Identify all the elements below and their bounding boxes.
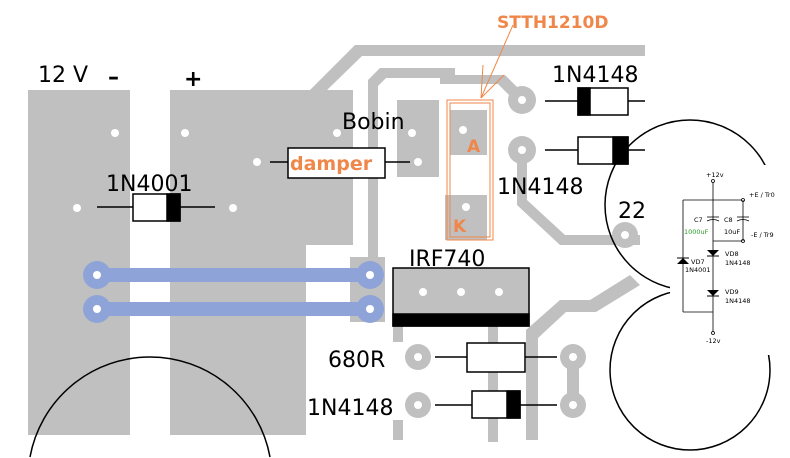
schematic-vminus: -12v bbox=[706, 337, 721, 345]
diode-left-label: 1N4001 bbox=[106, 172, 192, 197]
schematic-vplus: +12v bbox=[706, 171, 724, 179]
plus-label: + bbox=[184, 67, 202, 92]
diode-bottom-label: 1N4148 bbox=[307, 396, 393, 421]
cathode-pad bbox=[445, 195, 487, 240]
diode-mid-label: 1N4148 bbox=[497, 175, 583, 200]
minus-label: – bbox=[108, 65, 119, 90]
schematic-out-plus: +E / Tr0 bbox=[749, 191, 775, 199]
schematic-vd7: VD7 bbox=[691, 258, 705, 266]
trace-d bbox=[393, 420, 403, 440]
schematic-vd8: VD8 bbox=[725, 250, 739, 258]
trace-e bbox=[488, 322, 498, 442]
schematic-c7: C7 bbox=[694, 216, 703, 224]
resistor-label: 680R bbox=[328, 348, 385, 373]
top-trace bbox=[310, 45, 645, 92]
capacitor-value: 22 bbox=[618, 199, 646, 224]
trace-b bbox=[517, 150, 640, 245]
resistor-680r bbox=[466, 342, 526, 373]
schematic-vd8-part: 1N4148 bbox=[725, 259, 751, 267]
damper-label: damper bbox=[290, 153, 373, 175]
stth1210d-outline bbox=[446, 24, 514, 241]
jumper-1 bbox=[97, 268, 370, 282]
schematic-vd9-part: 1N4148 bbox=[725, 297, 751, 305]
capacitor-outline bbox=[29, 356, 271, 458]
diode-top-label: 1N4148 bbox=[552, 63, 638, 88]
mosfet-label: IRF740 bbox=[409, 247, 485, 272]
trace-a bbox=[440, 75, 525, 104]
schematic-vd7-part: 1N4001 bbox=[685, 266, 711, 274]
inner-trace bbox=[368, 68, 455, 270]
schematic-vd9: VD9 bbox=[725, 288, 739, 296]
trace-c bbox=[393, 322, 403, 342]
schematic-out-minus: -E / Tr9 bbox=[751, 231, 774, 239]
copper-layer bbox=[28, 45, 645, 442]
silkscreen bbox=[29, 87, 776, 458]
part-callout-label: STTH1210D bbox=[497, 13, 608, 33]
trace-g bbox=[567, 360, 579, 400]
schematic-c8: C8 bbox=[724, 216, 733, 224]
ground-pad bbox=[28, 90, 130, 435]
bobin-label: Bobin bbox=[342, 110, 405, 135]
cathode-label: K bbox=[453, 217, 467, 237]
anode-label: A bbox=[467, 137, 481, 157]
anode-pad bbox=[450, 110, 487, 155]
schematic: +12v -12v +E / Tr0 -E / Tr9 C7 1000uF C8… bbox=[670, 165, 790, 355]
schematic-c7-value: 1000uF bbox=[684, 228, 709, 236]
damper-resistor bbox=[287, 147, 386, 179]
jumper-2 bbox=[97, 302, 370, 316]
trace-f bbox=[526, 275, 640, 440]
schematic-c8-value: 10uF bbox=[724, 228, 740, 236]
supply-pad bbox=[170, 90, 306, 435]
supply-label: 12 V bbox=[38, 63, 88, 88]
drill-holes bbox=[73, 96, 629, 409]
